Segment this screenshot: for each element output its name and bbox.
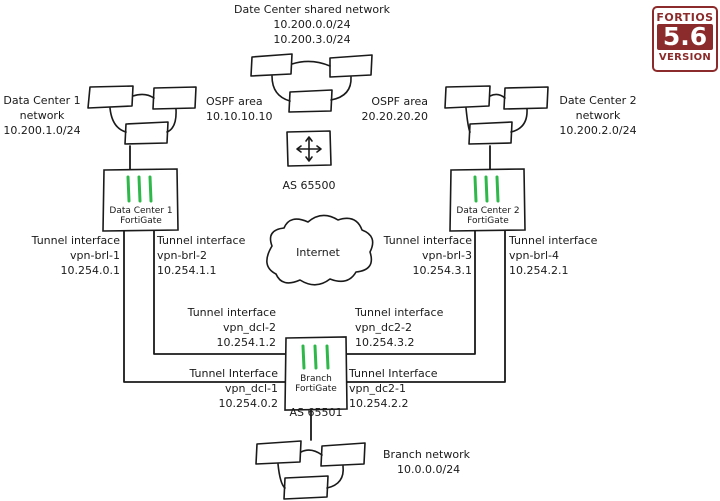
tunnel-vpn-dc2-1-label: Tunnel Interface vpn_dc2-1 10.254.2.2 [349,366,438,411]
tunnel-vpn-dcl-2-title: Tunnel interface [187,306,276,319]
branch-fortigate-line2: FortiGate [295,384,337,394]
dc2-fortigate-line1: Data Center 2 [456,206,520,216]
dc2-network-label: Date Center 2 network 10.200.2.0/24 [559,93,636,138]
tunnel-vpn-dcl-2-name: vpn_dcl-2 [222,321,276,334]
branch-network-title: Branch network [383,448,470,461]
shared-network-label: Date Center shared network 10.200.0.0/24… [234,2,390,47]
tunnel-vpn-brl-4-title: Tunnel interface [509,234,598,247]
fortios-version-badge: FORTIOS 5.6 VERSION [652,6,718,72]
dc2-network-line1: Date Center 2 [559,94,637,107]
tunnel-vpn-brl-3-ip: 10.254.3.1 [412,264,472,277]
tunnel-vpn-dc2-2-ip: 10.254.3.2 [355,336,415,349]
badge-version: 5.6 [657,24,713,50]
dc1-network-subnet: 10.200.1.0/24 [3,124,81,137]
dc2-fortigate-label: Data Center 2 FortiGate [456,206,519,226]
tunnel-vpn-dc2-1-name: vpn_dc2-1 [349,382,406,395]
dc1-network-label: Data Center 1 network 10.200.1.0/24 [3,93,80,138]
tunnel-vpn-dcl-2-ip: 10.254.1.2 [216,336,276,349]
tunnel-vpn-dc2-2-label: Tunnel interface vpn_dc2-2 10.254.3.2 [355,305,443,350]
tunnel-vpn-dcl-1-ip: 10.254.0.2 [218,397,278,410]
branch-fortigate-line1: Branch [300,374,332,384]
branch-network-switches [255,440,366,500]
tunnel-vpn-dc2-1-ip: 10.254.2.2 [349,397,409,410]
tunnel-links [123,145,506,441]
tunnel-vpn-brl-3-name: vpn-brl-3 [422,249,472,262]
branch-fortigate-device [284,336,348,411]
dc2-fortigate-line2: FortiGate [467,216,509,226]
tunnel-vpn-brl-3-label: Tunnel interface vpn-brl-3 10.254.3.1 [384,233,472,278]
ospf-area-1-label: OSPF area 10.10.10.10 [206,94,272,124]
tunnel-vpn-dcl-1-name: vpn_dcl-1 [224,382,278,395]
shared-network-switches [250,53,373,113]
tunnel-vpn-brl-4-label: Tunnel interface vpn-brl-4 10.254.2.1 [509,233,597,278]
tunnel-vpn-brl-3-title: Tunnel interface [383,234,472,247]
tunnel-vpn-dc2-1-title: Tunnel Interface [349,367,438,380]
dc2-fortigate-device [449,168,526,232]
tunnel-vpn-dc2-2-name: vpn_dc2-2 [355,321,412,334]
tunnel-vpn-brl-2-ip: 10.254.1.1 [157,264,217,277]
core-router [286,130,332,167]
dc1-fortigate-line2: FortiGate [120,216,162,226]
ospf-area-2-label: OSPF area 20.20.20.20 [362,94,428,124]
tunnel-vpn-dcl-1-label: Tunnel Interface vpn_dcl-1 10.254.0.2 [189,366,278,411]
tunnel-vpn-brl-1-label: Tunnel interface vpn-brl-1 10.254.0.1 [32,233,120,278]
branch-fortigate-label: Branch FortiGate [295,374,337,394]
as-65501-label: AS 65501 [289,406,343,419]
tunnel-vpn-brl-1-ip: 10.254.0.1 [60,264,120,277]
branch-network-subnet: 10.0.0.0/24 [397,463,461,476]
dc1-fortigate-device [102,168,179,232]
tunnel-vpn-brl-2-title: Tunnel interface [157,234,246,247]
tunnel-vpn-brl-4-name: vpn-brl-4 [509,249,559,262]
dc1-network-switches [87,85,197,145]
internet-label: Internet [296,246,340,259]
tunnel-vpn-brl-2-name: vpn-brl-2 [157,249,207,262]
tunnel-vpn-dcl-2-label: Tunnel interface vpn_dcl-2 10.254.1.2 [188,305,276,350]
dc1-fortigate-label: Data Center 1 FortiGate [109,206,172,226]
tunnel-vpn-brl-1-title: Tunnel interface [31,234,120,247]
badge-suffix: VERSION [658,52,712,63]
branch-network-label: Branch network 10.0.0.0/24 [383,447,470,477]
tunnel-vpn-brl-1-name: vpn-brl-1 [70,249,120,262]
shared-network-subnet-2: 10.200.3.0/24 [273,33,351,46]
dc1-fortigate-line1: Data Center 1 [109,206,173,216]
tunnel-vpn-dcl-1-title: Tunnel Interface [189,367,278,380]
as-65500-label: AS 65500 [282,179,336,192]
tunnel-vpn-dc2-2-title: Tunnel interface [355,306,444,319]
shared-network-subnet-1: 10.200.0.0/24 [273,18,351,31]
internet-cloud [266,214,374,286]
ospf-area-1-title: OSPF area [206,95,263,108]
dc1-network-line1: Data Center 1 [3,94,81,107]
shared-network-title: Date Center shared network [234,3,390,16]
ospf-area-2-title: OSPF area [371,95,428,108]
badge-product: FORTIOS [656,11,714,24]
tunnel-vpn-brl-2-label: Tunnel interface vpn-brl-2 10.254.1.1 [157,233,245,278]
dc1-network-line2: network [19,109,65,122]
dc2-network-subnet: 10.200.2.0/24 [559,124,637,137]
ospf-area-2-id: 20.20.20.20 [361,110,428,123]
dc2-network-line2: network [575,109,621,122]
tunnel-vpn-brl-4-ip: 10.254.2.1 [509,264,569,277]
dc2-network-switches [444,85,549,145]
ospf-area-1-id: 10.10.10.10 [206,110,273,123]
